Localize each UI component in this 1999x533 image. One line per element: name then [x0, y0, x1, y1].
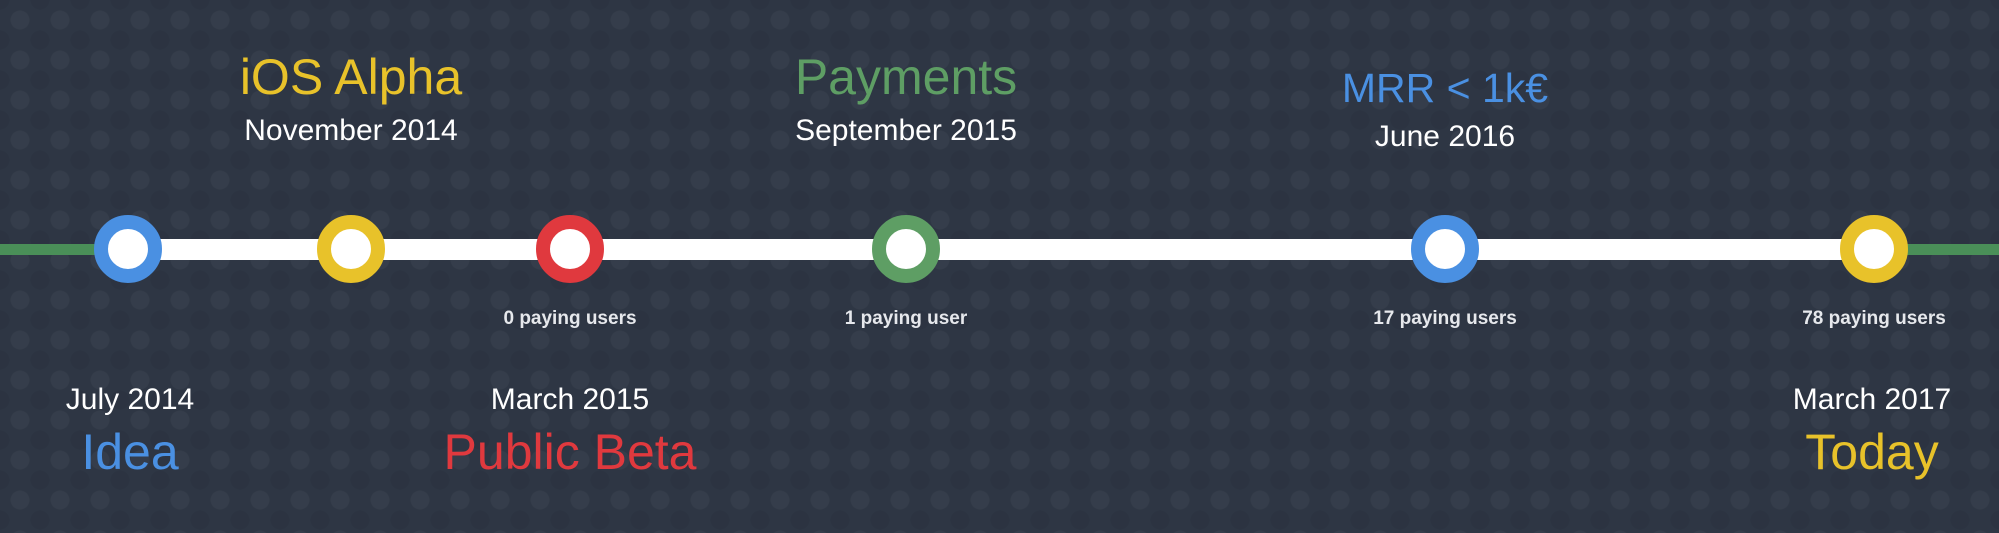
milestone-date-ios-alpha: November 2014	[244, 114, 458, 147]
milestone-node-payments	[872, 215, 940, 283]
milestone-users-today: 78 paying users	[1802, 308, 1946, 329]
milestone-users-mrr: 17 paying users	[1373, 308, 1517, 329]
milestone-users-public-beta: 0 paying users	[503, 308, 637, 329]
timeline-edge-left	[0, 244, 128, 255]
milestone-title-today: Today	[1805, 424, 1939, 480]
milestone-date-public-beta: March 2015	[490, 383, 650, 416]
milestone-date-idea: July 2014	[65, 383, 195, 416]
milestone-date-mrr: June 2016	[1374, 120, 1516, 153]
milestone-title-idea: Idea	[81, 424, 179, 480]
milestone-node-mrr	[1411, 215, 1479, 283]
milestone-node-ios-alpha	[317, 215, 385, 283]
milestone-node-idea	[94, 215, 162, 283]
milestone-node-today	[1840, 215, 1908, 283]
milestone-title-mrr: MRR < 1k€	[1341, 65, 1549, 111]
timeline-edge-right	[1874, 244, 1999, 255]
timeline-line	[128, 239, 1874, 260]
milestone-title-ios-alpha: iOS Alpha	[239, 49, 463, 105]
milestone-title-payments: Payments	[794, 49, 1018, 105]
milestone-title-public-beta: Public Beta	[443, 424, 697, 480]
milestone-date-today: March 2017	[1792, 383, 1952, 416]
milestone-date-payments: September 2015	[795, 114, 1017, 147]
milestone-node-public-beta	[536, 215, 604, 283]
milestone-users-payments: 1 paying user	[844, 308, 968, 329]
